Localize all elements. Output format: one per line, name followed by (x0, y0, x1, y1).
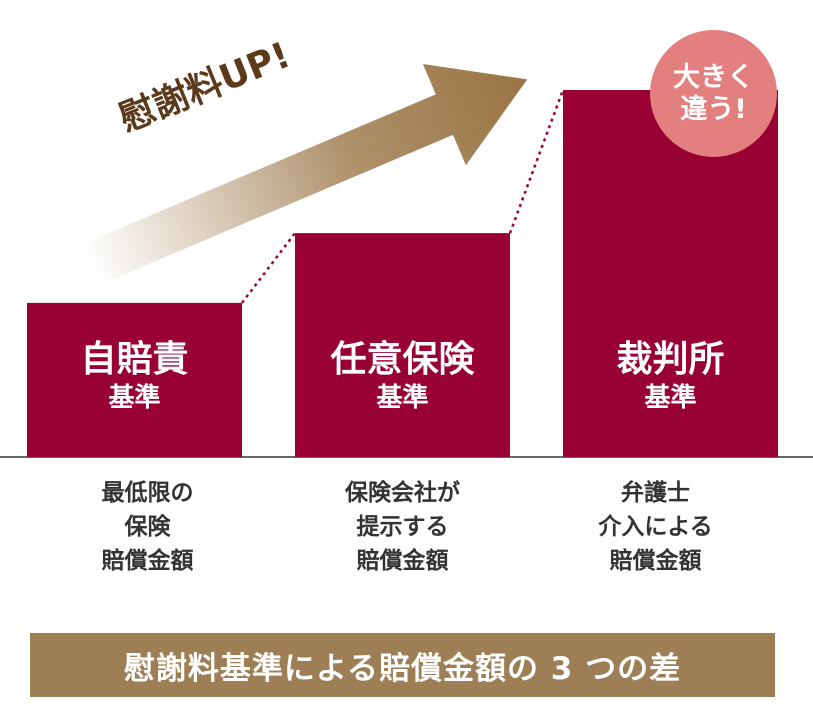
connector-dotted-line (508, 89, 565, 234)
bar-label-line1: 自賠責 (80, 339, 189, 380)
bar-label-line2: 基準 (108, 383, 161, 413)
bar-label-line2: 基準 (376, 383, 429, 413)
connector-dotted-line (241, 232, 296, 304)
desc-line: 賠償金額 (356, 548, 449, 574)
desc-line: 提示する (356, 514, 449, 540)
desc-line: 賠償金額 (609, 548, 702, 574)
up-arrow (81, 63, 528, 286)
bar-label-line1: 任意保険 (330, 339, 475, 380)
bar-description-2: 保険会社が 提示する 賠償金額 (295, 476, 510, 578)
bar-description-1: 最低限の 保険 賠償金額 (40, 476, 255, 578)
desc-line: 弁護士 (621, 480, 690, 506)
bar-label-jibaiseki: 自賠責 基準 (27, 338, 242, 414)
chart-title-banner: 慰謝料基準による賠償金額の 3 つの差 (30, 633, 775, 697)
bar-3 (563, 90, 778, 457)
badge-line: 大きく (673, 61, 754, 93)
bar-2 (295, 233, 510, 457)
desc-line: 賠償金額 (101, 548, 194, 574)
desc-line: 最低限の (101, 480, 194, 506)
desc-line: 保険会社が (345, 480, 460, 506)
bar-label-saibansho: 裁判所 基準 (563, 338, 778, 414)
badge-line: 違う! (680, 93, 747, 125)
desc-line: 保険 (124, 514, 171, 540)
bar-label-line2: 基準 (644, 383, 697, 413)
bar-description-3: 弁護士 介入による 賠償金額 (548, 476, 763, 578)
desc-line: 介入による (598, 514, 713, 540)
bar-1 (27, 302, 242, 457)
bar-label-nini: 任意保険 基準 (295, 338, 510, 414)
difference-badge: 大きく 違う! (650, 30, 777, 157)
bar-label-line1: 裁判所 (616, 339, 725, 380)
